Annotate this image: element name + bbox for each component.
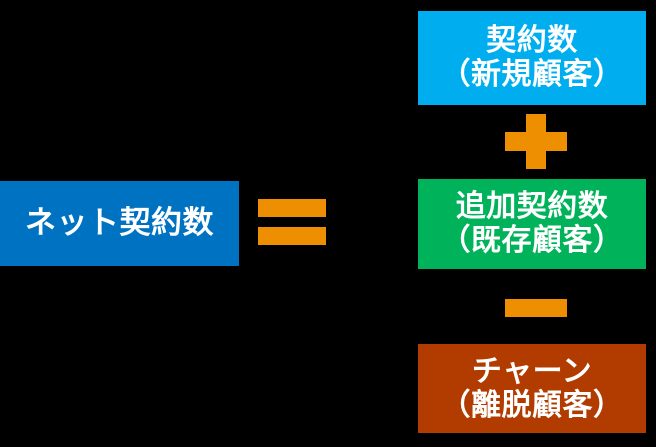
new-contracts-label-line1: 契約数 xyxy=(486,23,578,59)
minus-sign-icon xyxy=(505,299,567,317)
minus-bar-horizontal xyxy=(505,299,567,317)
new-contracts-label-line2: （新規顧客） xyxy=(440,57,624,92)
churn-label-line2: （離脱顧客） xyxy=(440,387,624,423)
expansion-contracts-label-line1: 追加契約数 xyxy=(455,189,609,225)
plus-bar-vertical xyxy=(526,114,546,169)
churn-label-line1: チャーン xyxy=(471,353,593,389)
expansion-contracts-label-line2: （既存顧客） xyxy=(440,223,624,258)
plus-sign-icon xyxy=(505,114,567,169)
new-contracts-box: 契約数 （新規顧客） xyxy=(418,11,646,105)
churn-box: チャーン （離脱顧客） xyxy=(418,344,646,433)
equals-bar-bottom xyxy=(258,227,326,245)
equals-bar-top xyxy=(258,199,326,217)
equals-sign-icon xyxy=(258,199,326,245)
net-contracts-label: ネット契約数 xyxy=(25,205,214,242)
net-contracts-box: ネット契約数 xyxy=(0,181,239,266)
expansion-contracts-box: 追加契約数 （既存顧客） xyxy=(418,179,646,269)
